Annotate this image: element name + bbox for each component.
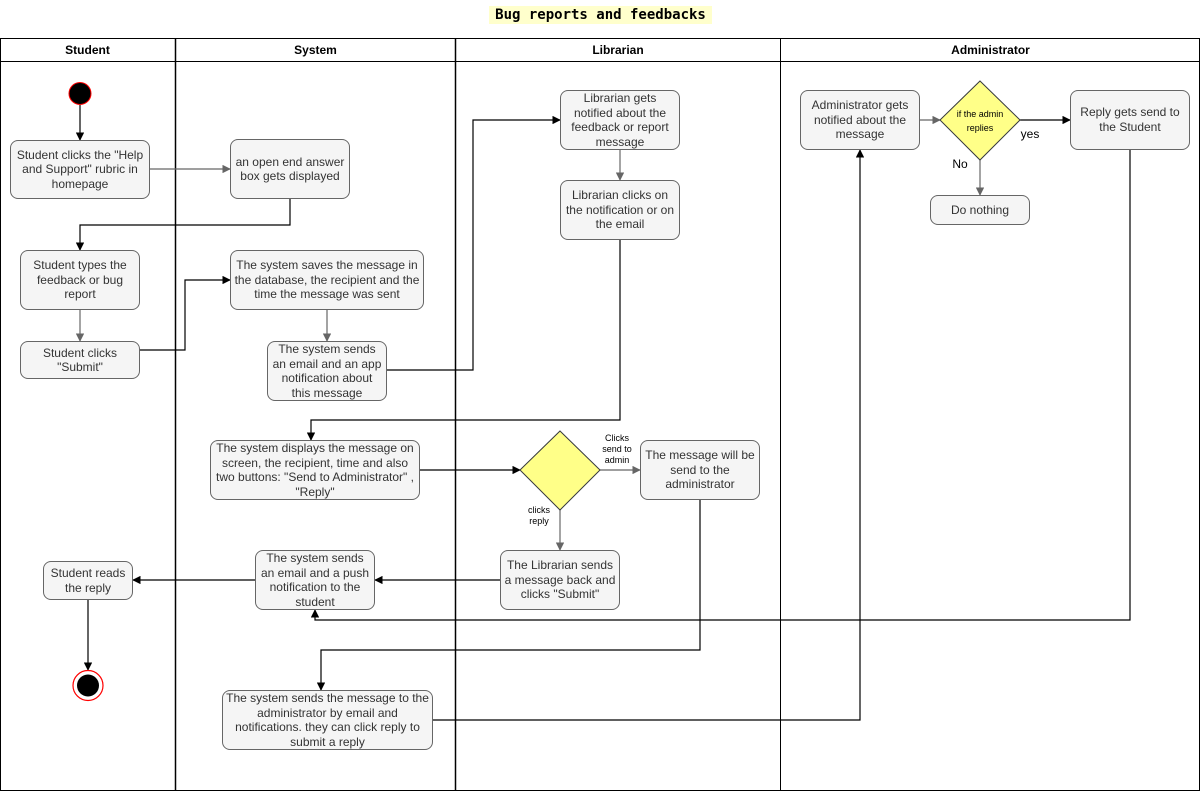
node-reply-sent-to-student: Reply gets send to the Student (1070, 90, 1190, 150)
lane-header-system: System (294, 43, 337, 57)
node-librarian-clicks-notification: Librarian clicks on the notification or … (560, 180, 680, 240)
node-message-sent-to-admin: The message will be send to the administ… (640, 440, 760, 500)
node-system-push-notification: The system sends an email and a push not… (255, 550, 375, 610)
node-system-sends-email: The system sends an email and an app not… (267, 341, 387, 401)
node-student-types-report: Student types the feedback or bug report (20, 250, 140, 310)
lane-header-administrator: Administrator (951, 43, 1030, 57)
end-node-inner (77, 674, 99, 697)
diagram-title-wrap: Bug reports and feedbacks (0, 6, 1201, 24)
start-node (68, 82, 92, 105)
node-student-clicks-help: Student clicks the "Help and Support" ru… (10, 140, 150, 199)
swimlane-frame (0, 38, 1200, 791)
node-system-sends-to-admin: The system sends the message to the admi… (222, 690, 433, 750)
edge-label-clicks-reply: clicks reply (528, 505, 550, 526)
node-system-saves-message: The system saves the message in the data… (230, 250, 424, 310)
diagram-title: Bug reports and feedbacks (489, 6, 712, 24)
node-admin-notified: Administrator gets notified about the me… (800, 90, 920, 150)
edge-message-admin-to-system (316, 500, 701, 691)
node-librarian-notified: Librarian gets notified about the feedba… (560, 90, 680, 150)
lane-header-librarian: Librarian (592, 43, 644, 57)
node-student-clicks-submit: Student clicks "Submit" (20, 341, 140, 379)
admin-decision-diamond (939, 80, 1021, 161)
admin-decision-label: if the admin replies (956, 109, 1004, 133)
edge-sends-to-librarian (387, 115, 561, 371)
edge-label-clicks-send-to-admin: Clicks send to admin (602, 433, 632, 465)
lane-header-student: Student (65, 43, 110, 57)
edge-clicks-to-display (306, 240, 621, 441)
edge-label-yes: yes (1020, 127, 1040, 141)
node-librarian-sends-back: The Librarian sends a message back and c… (500, 550, 620, 610)
node-do-nothing: Do nothing (930, 195, 1030, 225)
node-student-reads-reply: Student reads the reply (43, 561, 133, 600)
edge-submit-to-saves (140, 275, 231, 351)
edge-answerbox-to-types (75, 199, 291, 251)
edge-system-to-admin-notified (433, 149, 865, 721)
edge-admin-reply-to-push (310, 150, 1131, 621)
librarian-decision-diamond (519, 430, 601, 511)
node-system-displays-message: The system displays the message on scree… (210, 440, 420, 500)
node-answer-box-displayed: an open end answer box gets displayed (230, 139, 350, 199)
edge-label-no: No (952, 157, 968, 171)
